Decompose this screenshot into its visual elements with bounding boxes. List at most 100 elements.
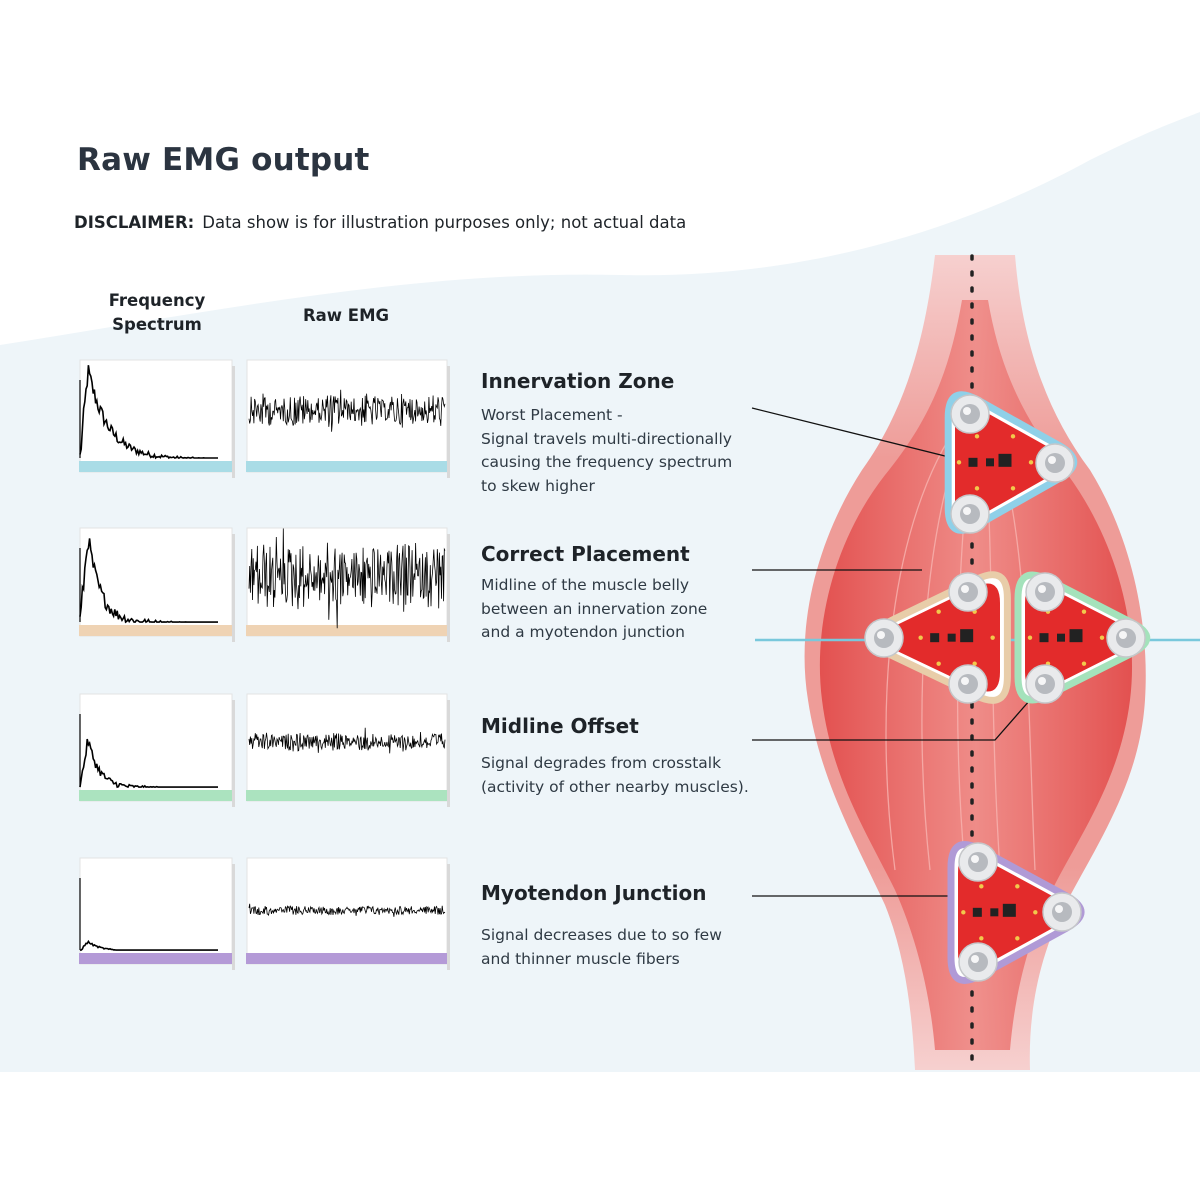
frequency-spectrum-panel	[79, 359, 235, 478]
placement-color-bar	[246, 625, 447, 636]
solder-pad	[1010, 486, 1016, 491]
placement-color-bar	[79, 461, 232, 472]
chip	[930, 633, 940, 643]
spectrum-curve	[79, 538, 218, 624]
solder-pad	[979, 884, 984, 889]
panel-frame	[79, 527, 233, 637]
electrode-highlight	[877, 631, 885, 639]
electrode-highlight	[1055, 905, 1063, 913]
disclaimer: DISCLAIMER: Data show is for illustration…	[74, 213, 686, 232]
leader-line-midline	[752, 699, 1031, 741]
electrode-highlight	[1038, 677, 1046, 685]
chip	[986, 458, 994, 467]
electrode-highlight	[961, 585, 969, 593]
panel-frame	[246, 693, 448, 802]
solder-pad	[918, 635, 923, 640]
spectrum-curve	[79, 365, 218, 460]
panel-frame	[246, 857, 448, 965]
solder-pad	[1081, 661, 1087, 666]
desc-line: Signal degrades from crosstalk	[481, 754, 722, 772]
desc-line: and a myotendon junction	[481, 623, 685, 641]
placement-color-bar	[79, 625, 232, 636]
solder-pad	[990, 635, 995, 640]
solder-pad	[1010, 434, 1016, 439]
electrode-highlight	[961, 677, 969, 685]
electrode-snap-icon	[864, 618, 904, 658]
raw-emg-panel	[246, 693, 450, 807]
disclaimer-text: Data show is for illustration purposes o…	[202, 213, 687, 232]
solder-pad	[972, 661, 977, 666]
electrode-highlight	[1038, 585, 1046, 593]
raw-emg-panel	[246, 359, 450, 478]
desc-line: (activity of other nearby muscles).	[481, 777, 749, 796]
electrode-center	[968, 852, 988, 872]
electrode-center	[958, 674, 978, 694]
section-title-innervation-zone: Innervation Zone	[481, 369, 675, 393]
electrode-center	[960, 504, 980, 524]
panel-frame	[79, 693, 233, 802]
desc-line: and thinner muscle fibers	[481, 949, 680, 968]
column-header-raw-emg: Raw EMG	[302, 306, 390, 325]
section-title-correct-placement: Correct Placement	[481, 542, 690, 566]
desc-line: causing the frequency spectrum	[481, 453, 733, 471]
sensor-board-midline-offset	[1014, 571, 1151, 704]
chip	[972, 907, 982, 917]
sensor-chips	[968, 453, 1012, 467]
frequency-spectrum-panel	[79, 857, 235, 970]
chip	[998, 453, 1012, 467]
solder-pad	[974, 486, 980, 491]
raw-emg-trace	[248, 528, 446, 629]
electrode-center	[1035, 582, 1055, 602]
electrode-center	[1052, 902, 1072, 922]
spectrum-curve	[80, 939, 218, 951]
panel-frame	[79, 359, 233, 473]
solder-pad	[1099, 635, 1105, 640]
section-desc-myotendon-junction: Signal decreases due to so few and thinn…	[481, 924, 722, 971]
emg-panels	[79, 359, 450, 970]
desc-line: between an innervation zone	[481, 599, 708, 618]
sensor-board-correct-placement	[864, 571, 1011, 704]
solder-pad	[1033, 910, 1038, 915]
page-title: Raw EMG output	[77, 142, 370, 178]
spectrum-curve	[79, 738, 218, 789]
electrode-snap-icon	[948, 572, 988, 612]
raw-emg-trace	[248, 727, 446, 754]
chip	[960, 629, 974, 643]
solder-pad	[961, 910, 966, 915]
raw-emg-panel	[246, 527, 450, 642]
desc-line: Midline of the muscle belly	[481, 576, 690, 594]
frequency-spectrum-panel	[79, 693, 235, 807]
electrode-highlight	[971, 955, 979, 963]
panel-shadow	[447, 534, 450, 642]
solder-pad	[956, 460, 962, 465]
placement-color-bar	[246, 790, 447, 801]
solder-pad	[1028, 460, 1034, 465]
desc-line: Signal decreases due to so few	[481, 926, 722, 944]
electrode-center	[958, 582, 978, 602]
section-title-midline-offset: Midline Offset	[481, 714, 639, 738]
electrode-snap-icon	[1042, 892, 1082, 932]
placement-color-bar	[246, 461, 447, 472]
panel-shadow	[232, 864, 235, 970]
electrode-center	[960, 404, 980, 424]
section-title-myotendon-junction: Myotendon Junction	[481, 881, 707, 905]
chip	[947, 633, 956, 642]
section-desc-innervation-zone: Worst Placement - Signal travels multi-d…	[481, 404, 732, 498]
electrode-center	[874, 628, 894, 648]
electrode-highlight	[963, 507, 971, 515]
raw-emg-panel	[246, 857, 450, 970]
solder-pad	[936, 609, 941, 614]
disclaimer-label: DISCLAIMER:	[74, 213, 195, 232]
panel-shadow	[232, 366, 235, 478]
raw-emg-trace	[248, 389, 446, 432]
placement-color-bar	[246, 953, 447, 964]
placement-color-bar	[79, 953, 232, 964]
column-header-frequency-spectrum: Frequency Spectrum	[108, 291, 206, 334]
frequency-spectrum-panel	[79, 527, 235, 642]
electrode-center	[1116, 628, 1136, 648]
panel-shadow	[447, 366, 450, 478]
sensor-board-innervation-zone	[944, 391, 1078, 534]
desc-line: Signal travels multi-directionally	[481, 429, 732, 448]
